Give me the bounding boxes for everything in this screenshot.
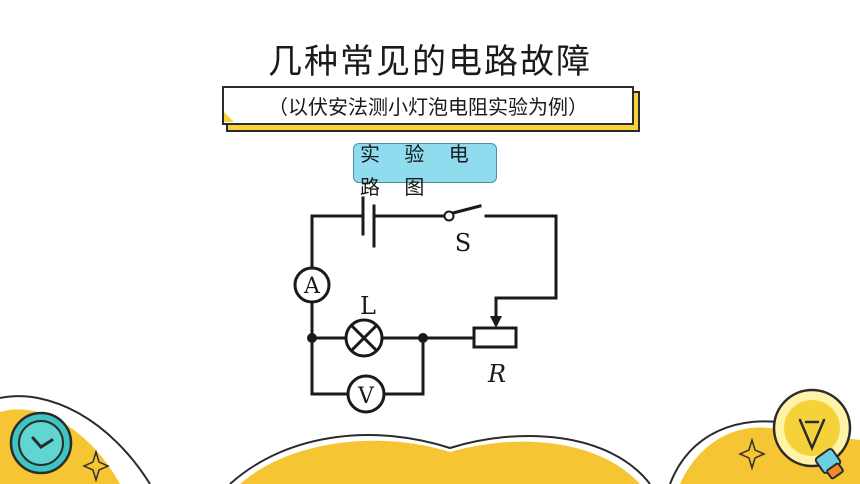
sparkle-icon	[82, 449, 110, 483]
wire-top-right	[484, 214, 558, 320]
clock-icon	[9, 411, 73, 475]
diagram-label: 实 验 电 路 图	[360, 142, 478, 199]
junction-right	[418, 333, 428, 343]
rheostat-arrow	[490, 316, 502, 328]
wire-voltmeter-right	[382, 336, 425, 396]
subtitle-fold	[224, 112, 234, 122]
wave-right-outline	[669, 420, 791, 484]
switch-blade	[451, 204, 482, 215]
rheostat-label: R	[487, 360, 506, 388]
ammeter-circle	[293, 266, 331, 304]
wire-voltmeter-left	[310, 336, 350, 396]
subtitle-text: （以伏安法测小灯泡电阻实验为例）	[268, 95, 588, 119]
lamp-cross-b	[349, 323, 379, 353]
switch-label: S	[455, 229, 471, 257]
subtitle-box: （以伏安法测小灯泡电阻实验为例）	[222, 86, 634, 125]
voltmeter-circle	[346, 374, 386, 414]
voltmeter-label: V	[357, 384, 375, 409]
subtitle-banner: （以伏安法测小灯泡电阻实验为例）	[222, 86, 640, 132]
switch-pivot	[443, 210, 455, 222]
diagram-label-box	[353, 143, 497, 183]
slide-title: 几种常见的电路故障	[268, 42, 592, 82]
lamp-label: L	[360, 292, 376, 320]
wave-center-outline	[229, 434, 651, 484]
wire-top-left	[310, 214, 364, 270]
rheostat-body	[472, 326, 518, 349]
wave-left-outline	[0, 395, 151, 484]
ammeter-label: A	[303, 274, 321, 299]
wave-center	[240, 440, 640, 484]
junction-left	[307, 333, 317, 343]
sparkle-icon	[738, 437, 766, 471]
lightbulb-icon	[772, 388, 852, 480]
